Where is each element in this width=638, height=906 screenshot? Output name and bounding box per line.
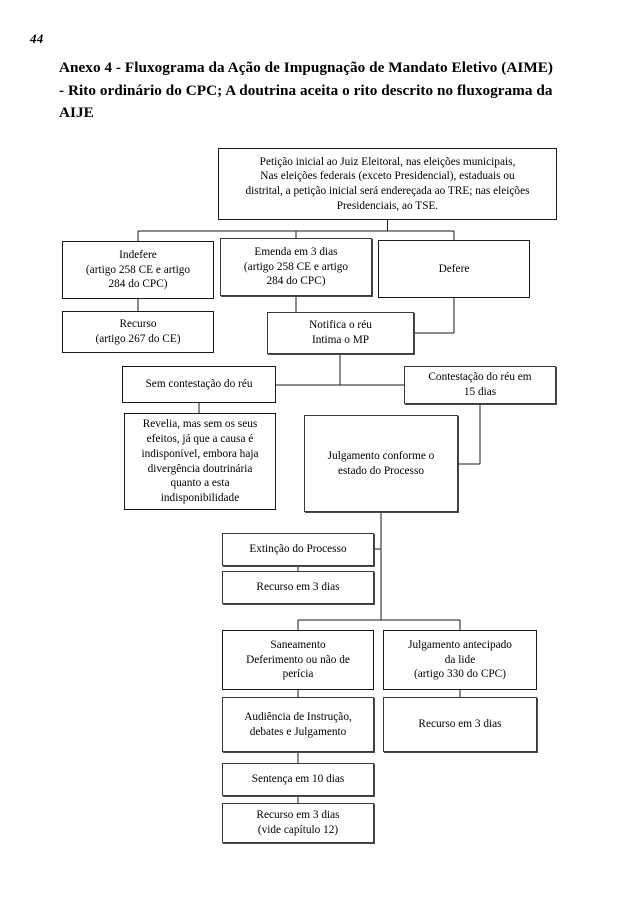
flow-node-label: Recurso em 3 dias <box>418 718 502 731</box>
flow-node-sentenca[interactable]: Sentença em 10 dias <box>222 763 374 796</box>
flow-node-saneamento[interactable]: Saneamento Deferimento ou não de perícia <box>222 630 374 690</box>
flow-node-recurso-3-dias-b[interactable]: Recurso em 3 dias <box>383 697 537 752</box>
flow-node-emenda[interactable]: Emenda em 3 dias (artigo 258 CE e artigo… <box>220 238 372 296</box>
flow-node-label: Contestação do réu em 15 dias <box>428 371 532 398</box>
flow-node-audiencia[interactable]: Audiência de Instrução, debates e Julgam… <box>222 697 374 752</box>
flow-node-label: Revelia, mas sem os seus efeitos, já que… <box>141 418 259 504</box>
flow-node-recurso-267[interactable]: Recurso (artigo 267 do CE) <box>62 311 214 353</box>
flow-node-label: Sentença em 10 dias <box>251 773 345 786</box>
flow-node-julgamento-conforme[interactable]: Julgamento conforme o estado do Processo <box>304 415 458 512</box>
flow-node-label: Recurso em 3 dias <box>256 581 340 594</box>
flow-node-label: Recurso (artigo 267 do CE) <box>95 318 181 345</box>
flow-node-revelia[interactable]: Revelia, mas sem os seus efeitos, já que… <box>124 413 276 510</box>
flow-node-recurso-3-dias-a[interactable]: Recurso em 3 dias <box>222 571 374 604</box>
flow-node-label: Julgamento conforme o estado do Processo <box>327 449 435 477</box>
flow-node-label: Audiência de Instrução, debates e Julgam… <box>244 710 352 738</box>
flow-node-label: Defere <box>438 262 470 275</box>
flow-node-label: Petição inicial ao Juiz Eleitoral, nas e… <box>245 155 530 212</box>
flow-node-notifica-reu[interactable]: Notifica o réu Intima o MP <box>267 312 414 354</box>
flow-node-label: Emenda em 3 dias (artigo 258 CE e artigo… <box>243 245 349 288</box>
page-title: Anexo 4 - Fluxograma da Ação de Impugnaç… <box>59 59 554 121</box>
flow-node-julgamento-antecipado[interactable]: Julgamento antecipado da lide (artigo 33… <box>383 630 537 690</box>
flow-node-extincao[interactable]: Extinção do Processo <box>222 533 374 566</box>
flow-node-defere[interactable]: Defere <box>378 240 530 298</box>
flow-node-peticao-inicial[interactable]: Petição inicial ao Juiz Eleitoral, nas e… <box>218 148 557 220</box>
flow-node-contestacao[interactable]: Contestação do réu em 15 dias <box>404 366 556 404</box>
flow-node-label: Notifica o réu Intima o MP <box>309 319 372 346</box>
flow-node-label: Extinção do Processo <box>249 543 347 556</box>
flow-node-indefere[interactable]: Indefere (artigo 258 CE e artigo 284 do … <box>62 241 214 299</box>
flow-node-label: Julgamento antecipado da lide (artigo 33… <box>408 638 512 681</box>
flow-node-label: Indefere (artigo 258 CE e artigo 284 do … <box>85 248 191 291</box>
flow-node-label: Recurso em 3 dias (vide capítulo 12) <box>256 809 340 836</box>
flow-node-recurso-final[interactable]: Recurso em 3 dias (vide capítulo 12) <box>222 803 374 843</box>
flow-node-label: Saneamento Deferimento ou não de perícia <box>246 638 350 681</box>
flow-node-label: Sem contestação do réu <box>145 378 253 391</box>
page-number: 44 <box>30 31 44 46</box>
flow-node-sem-contestacao[interactable]: Sem contestação do réu <box>122 366 276 403</box>
